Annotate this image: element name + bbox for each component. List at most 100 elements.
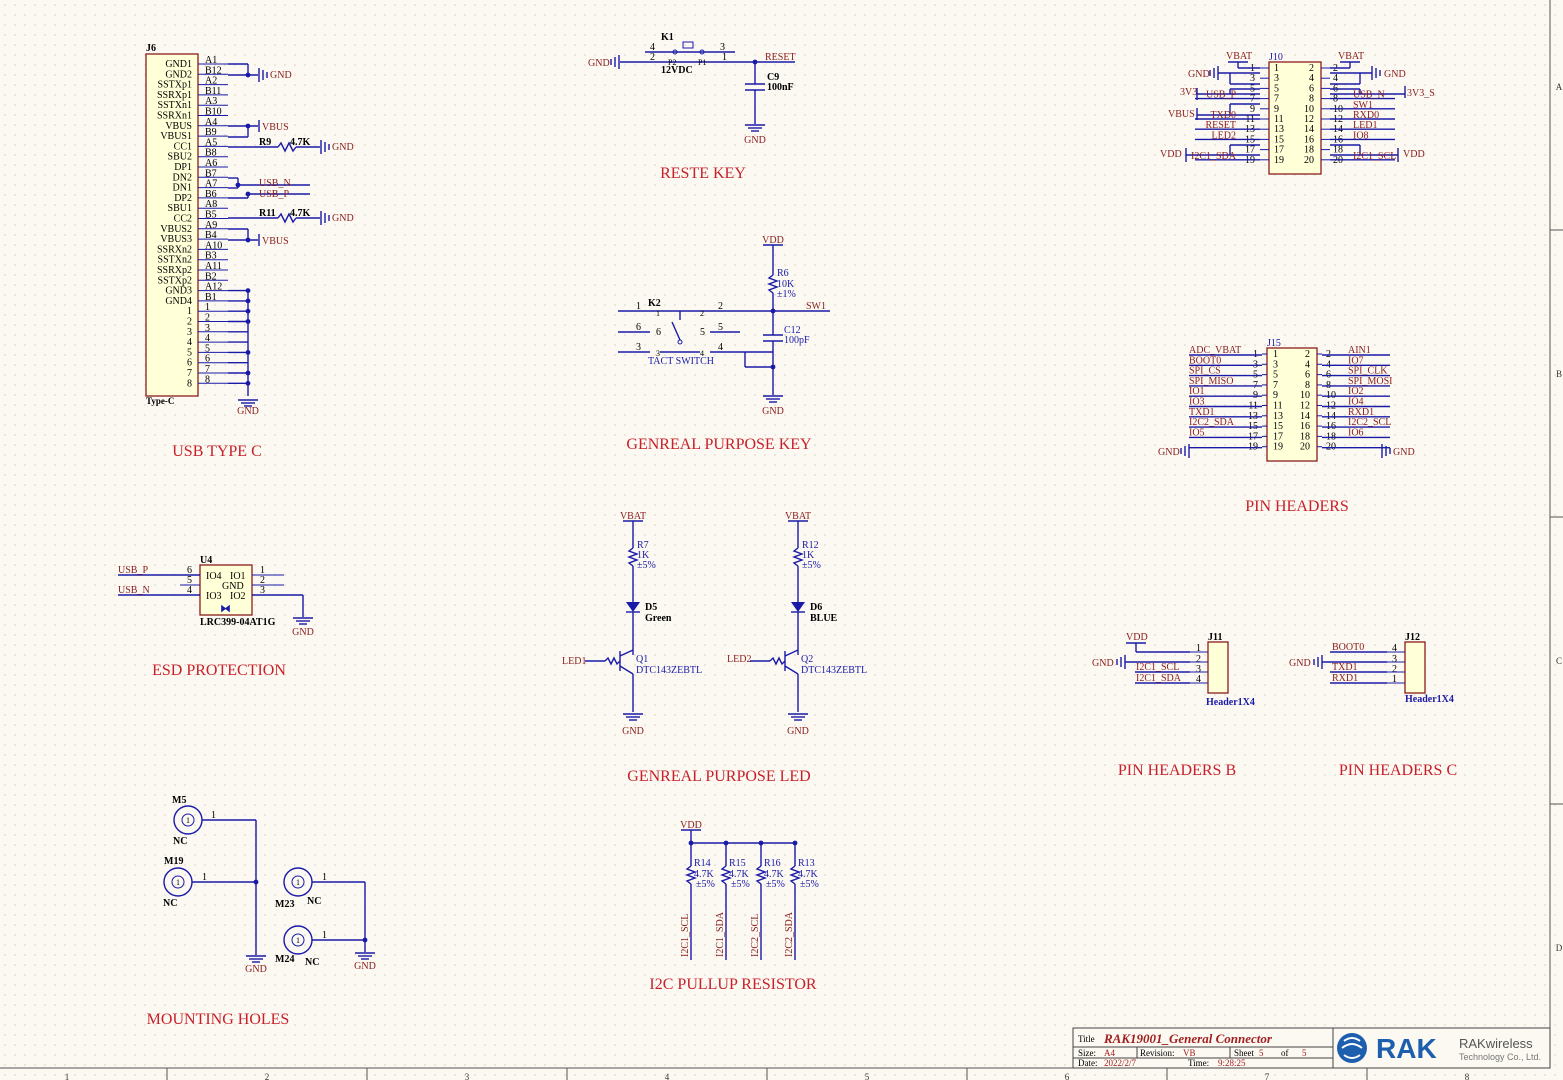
m5-nc: NC bbox=[173, 836, 187, 847]
j15-net-label: BOOT0 bbox=[1189, 355, 1221, 366]
j6-pin-number: B4 bbox=[205, 230, 217, 241]
net-label-vdd: VDD bbox=[1403, 149, 1425, 160]
svg-text:4: 4 bbox=[1309, 73, 1314, 84]
m23-ref: M23 bbox=[275, 899, 294, 910]
svg-text:16: 16 bbox=[1304, 134, 1314, 145]
j6-pin-number: B6 bbox=[205, 189, 217, 200]
r11-ref: R11 bbox=[259, 208, 276, 219]
svg-text:2: 2 bbox=[1392, 664, 1397, 675]
j15-net-label: SPI_MISO bbox=[1189, 376, 1233, 387]
j6-pin-number: B5 bbox=[205, 210, 217, 221]
k2-ref: K2 bbox=[648, 298, 661, 309]
svg-text:5: 5 bbox=[1274, 83, 1279, 94]
border-col-label: 4 bbox=[665, 1072, 670, 1080]
net-label-gnd: GND bbox=[1092, 658, 1114, 669]
j6-pin-number: 1 bbox=[205, 302, 210, 313]
border-col-label: 6 bbox=[1065, 1072, 1070, 1080]
j6-pin-name: DP2 bbox=[174, 193, 192, 204]
j10-net-label: LED1 bbox=[1353, 120, 1377, 131]
svg-text:IO1: IO1 bbox=[230, 571, 246, 582]
j6-pin-name: DN1 bbox=[173, 183, 192, 194]
j6-pin-name: 5 bbox=[187, 347, 192, 358]
j6-pin-number: B10 bbox=[205, 107, 222, 118]
j10-net-label: RESET bbox=[1205, 120, 1236, 131]
j10-ref: J10 bbox=[1269, 52, 1283, 63]
j15-net-label: IO6 bbox=[1348, 427, 1364, 438]
net-label-gnd: GND bbox=[245, 964, 267, 975]
svg-text:IO3: IO3 bbox=[206, 591, 222, 602]
svg-text:6: 6 bbox=[1305, 370, 1310, 381]
j6-footprint: Type-C bbox=[146, 396, 174, 406]
svg-text:5: 5 bbox=[700, 327, 705, 338]
c12-value: 100pF bbox=[784, 335, 810, 346]
j15-net-label: IO4 bbox=[1348, 397, 1364, 408]
i2c-res-ref: R13 bbox=[798, 858, 815, 869]
border-row-label: A bbox=[1556, 82, 1563, 92]
svg-text:4: 4 bbox=[1392, 643, 1397, 654]
j6-pin-name: SBU2 bbox=[168, 152, 192, 163]
svg-text:Sheet: Sheet bbox=[1234, 1048, 1254, 1058]
j6-pin-number: 7 bbox=[205, 364, 210, 375]
net-label-vbat: VBAT bbox=[1338, 51, 1364, 62]
j6-pin-number: A10 bbox=[205, 240, 222, 251]
svg-text:3: 3 bbox=[1274, 73, 1279, 84]
r7-ref: R7 bbox=[637, 540, 649, 551]
j6-pin-name: CC1 bbox=[174, 141, 192, 152]
net-label-usb-p: USB_P bbox=[118, 565, 148, 576]
j15-body bbox=[1266, 347, 1318, 462]
svg-text:GND: GND bbox=[222, 581, 244, 592]
svg-text:2: 2 bbox=[260, 575, 265, 586]
svg-text:2: 2 bbox=[1305, 349, 1310, 360]
d5-color: Green bbox=[645, 613, 672, 624]
svg-text:4: 4 bbox=[1305, 359, 1310, 370]
title-pin-headers: PIN HEADERS bbox=[1245, 498, 1349, 515]
net-label-led2: LED2 bbox=[727, 654, 751, 665]
j6-pin-name: SSTXn1 bbox=[158, 100, 192, 111]
svg-text:9: 9 bbox=[1273, 390, 1278, 401]
r12-tolerance: ±5% bbox=[802, 560, 821, 571]
j15-net-label: SPI_CS bbox=[1189, 366, 1221, 377]
j15-net-label: IO2 bbox=[1348, 386, 1364, 397]
svg-text:5: 5 bbox=[718, 322, 723, 333]
svg-text:18: 18 bbox=[1304, 145, 1314, 156]
svg-text:13: 13 bbox=[1274, 124, 1284, 135]
border-col-label: 8 bbox=[1465, 1072, 1470, 1080]
sheet-revision: VB bbox=[1183, 1048, 1196, 1058]
i2c-res-ref: R14 bbox=[694, 858, 711, 869]
j11-body bbox=[1207, 641, 1229, 694]
j6-pin-name: 8 bbox=[187, 378, 192, 389]
j6-pin-name: 3 bbox=[187, 327, 192, 338]
r9-value: 4.7K bbox=[290, 137, 311, 148]
net-label-sw1: SW1 bbox=[806, 301, 826, 312]
j6-pin-number: B8 bbox=[205, 148, 217, 159]
j6-pin-number: A6 bbox=[205, 158, 217, 169]
j6-pin-name: SSTXn2 bbox=[158, 255, 192, 266]
net-label-gnd: GND bbox=[1393, 447, 1415, 458]
j6-pin-number: A1 bbox=[205, 55, 217, 66]
svg-text:Revision:: Revision: bbox=[1140, 1048, 1175, 1058]
i2c-res-ref: R15 bbox=[729, 858, 746, 869]
company-sub: Technology Co., Ltd. bbox=[1459, 1052, 1541, 1062]
m19-ref: M19 bbox=[164, 856, 183, 867]
svg-text:19: 19 bbox=[1273, 442, 1283, 453]
title-label: Title bbox=[1078, 1034, 1095, 1044]
net-label-gnd: GND bbox=[762, 406, 784, 417]
svg-text:1: 1 bbox=[1196, 643, 1201, 654]
r12-value: 1K bbox=[802, 550, 815, 561]
net-label-3v3s: 3V3_S bbox=[1407, 88, 1435, 99]
j6-pin-number: 5 bbox=[205, 343, 210, 354]
svg-text:18: 18 bbox=[1300, 431, 1310, 442]
svg-text:3: 3 bbox=[1273, 359, 1278, 370]
net-label-gnd: GND bbox=[270, 70, 292, 81]
j10-pin-number: 17 bbox=[1245, 145, 1255, 156]
r7-tolerance: ±5% bbox=[637, 560, 656, 571]
border-col-label: 7 bbox=[1265, 1072, 1270, 1080]
svg-text:1: 1 bbox=[186, 816, 190, 825]
c9-value: 100nF bbox=[767, 82, 794, 93]
svg-text:2: 2 bbox=[1309, 63, 1314, 74]
net-label-gnd: GND bbox=[237, 406, 259, 417]
j15-net-label: IO5 bbox=[1189, 427, 1205, 438]
j6-pin-name: SSRXn2 bbox=[157, 244, 192, 255]
svg-text:6: 6 bbox=[1309, 83, 1314, 94]
svg-text:5: 5 bbox=[187, 575, 192, 586]
